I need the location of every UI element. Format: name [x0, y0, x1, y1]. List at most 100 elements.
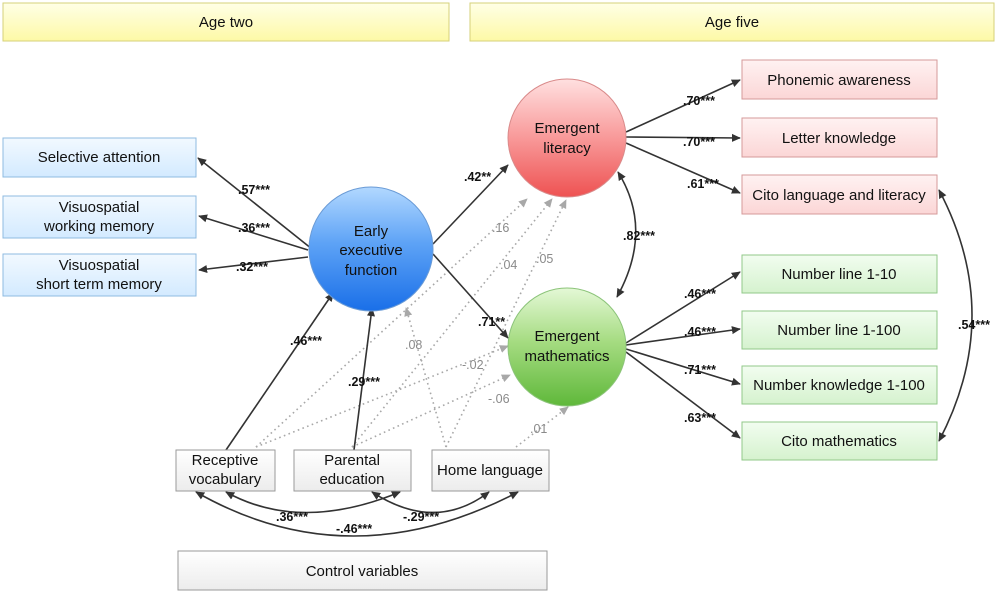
coef-ef-mathematics: .71**: [478, 315, 505, 329]
vocabulary-label-line2: vocabulary: [189, 471, 262, 488]
path-math-line10: [625, 271, 741, 344]
coef-cito-cito: .54***: [958, 318, 990, 332]
path-math-line100: [625, 326, 741, 346]
ef-label-line2: executive: [339, 242, 402, 259]
path-vocabulary-ef: [225, 292, 334, 451]
header-age-two: Age two: [2, 2, 450, 42]
indicator-cito-language: Cito language and literacy: [741, 174, 938, 215]
education-label-line1: Parental: [324, 452, 380, 469]
control-vocabulary: Receptive vocabulary: [175, 449, 276, 492]
coef-vocabulary-ef: .46***: [290, 334, 322, 348]
cito-language-label: Cito language and literacy: [752, 187, 926, 204]
path-home-language-ef: [404, 307, 447, 448]
coef-lit-phonemic: .70***: [683, 94, 715, 108]
path-vocabulary-education: [225, 491, 401, 514]
coef-vocabulary-literacy: .16: [492, 221, 509, 235]
path-vocabulary-mathematics: [255, 345, 509, 448]
latent-emergent-mathematics: Emergent mathematics: [507, 287, 627, 407]
short-term-memory-label-line2: short term memory: [36, 276, 162, 293]
indicator-number-knowledge: Number knowledge 1-100: [741, 365, 938, 405]
path-math-cito: [625, 351, 741, 439]
coef-math-cito: .63***: [684, 411, 716, 425]
literacy-label-line1: Emergent: [534, 120, 600, 137]
indicator-number-line-10: Number line 1-10: [741, 254, 938, 294]
path-ef-short-term-memory: [198, 256, 309, 274]
path-ef-mathematics: [432, 253, 509, 339]
non-significant-paths: [255, 198, 569, 448]
control-home-language: Home language: [431, 449, 550, 492]
indicator-short-term-memory: Visuospatial short term memory: [2, 253, 197, 297]
path-ef-working-memory: [198, 214, 309, 251]
significant-paths: [195, 79, 973, 537]
number-line-100-label: Number line 1-100: [777, 322, 900, 339]
path-math-knowledge: [625, 348, 741, 386]
indicator-number-line-100: Number line 1-100: [741, 310, 938, 350]
coef-education-home-language: -.29***: [403, 510, 439, 524]
coef-home-language-mathematics: .01: [530, 422, 547, 436]
coef-vocabulary-mathematics: -.02: [462, 358, 484, 372]
path-ef-selective-attention: [197, 157, 313, 250]
phonemic-awareness-label: Phonemic awareness: [767, 72, 910, 89]
control-variables-label: Control variables: [306, 563, 419, 580]
coef-ef-working-memory: .36***: [238, 221, 270, 235]
path-vocabulary-literacy: [255, 198, 528, 448]
header-age-five-label: Age five: [705, 14, 759, 31]
path-education-literacy: [351, 198, 553, 448]
selective-attention-label: Selective attention: [38, 149, 161, 166]
education-label-line2: education: [319, 471, 384, 488]
path-literacy-cito: [625, 142, 741, 194]
coef-ef-selective-attention: .57***: [238, 183, 270, 197]
coef-literacy-mathematics: .82***: [623, 229, 655, 243]
coef-math-knowledge: .71***: [684, 363, 716, 377]
header-age-five: Age five: [469, 2, 995, 42]
literacy-label-line2: literacy: [543, 140, 591, 157]
latent-early-executive-function: Early executive function: [308, 186, 434, 312]
path-education-ef: [353, 307, 375, 451]
coef-education-ef: .29***: [348, 375, 380, 389]
path-home-language-literacy: [445, 199, 567, 448]
path-literacy-mathematics: [616, 171, 637, 298]
control-education: Parental education: [293, 449, 412, 492]
path-cito-cito: [938, 189, 973, 442]
coef-home-language-literacy: .05: [536, 252, 553, 266]
vocabulary-label-line1: Receptive: [192, 452, 259, 469]
coef-education-mathematics: -.06: [488, 392, 510, 406]
coef-ef-short-term-memory: .32***: [236, 260, 268, 274]
coef-math-line10: .46***: [684, 287, 716, 301]
path-vocabulary-home-language: [195, 491, 519, 537]
short-term-memory-label-line1: Visuospatial: [59, 257, 140, 274]
mathematics-label-line1: Emergent: [534, 328, 600, 345]
ef-label-line1: Early: [354, 223, 389, 240]
indicator-cito-mathematics: Cito mathematics: [741, 421, 938, 461]
coef-education-literacy: .04: [500, 258, 517, 272]
indicator-letter-knowledge: Letter knowledge: [741, 117, 938, 158]
path-literacy-letter: [625, 133, 741, 142]
coef-ef-literacy: .42**: [464, 170, 491, 184]
mathematics-label-line2: mathematics: [524, 348, 609, 365]
indicator-phonemic-awareness: Phonemic awareness: [741, 59, 938, 100]
coef-home-language-ef: .08: [405, 338, 422, 352]
coef-lit-letter: .70***: [683, 135, 715, 149]
latent-emergent-literacy: Emergent literacy: [507, 78, 627, 198]
header-age-two-label: Age two: [199, 14, 253, 31]
path-education-home-language: [371, 491, 490, 514]
number-knowledge-label: Number knowledge 1-100: [753, 377, 925, 394]
control-variables-box: Control variables: [177, 550, 548, 591]
home-language-label: Home language: [437, 462, 543, 479]
coef-lit-cito: .61***: [687, 177, 719, 191]
coef-math-line100: .46***: [684, 325, 716, 339]
working-memory-label-line2: working memory: [43, 218, 155, 235]
working-memory-label-line1: Visuospatial: [59, 199, 140, 216]
indicator-working-memory: Visuospatial working memory: [2, 195, 197, 239]
path-literacy-phonemic: [625, 79, 741, 133]
coef-vocabulary-home-language: -.46***: [336, 522, 372, 536]
number-line-10-label: Number line 1-10: [781, 266, 896, 283]
coefficient-labels: .57*** .36*** .32*** .42** .71** .82*** …: [236, 94, 990, 536]
coef-vocabulary-education: .36***: [276, 510, 308, 524]
cito-mathematics-label: Cito mathematics: [781, 433, 897, 450]
indicator-selective-attention: Selective attention: [2, 137, 197, 178]
path-ef-literacy: [432, 164, 509, 245]
path-home-language-mathematics: [515, 406, 569, 448]
